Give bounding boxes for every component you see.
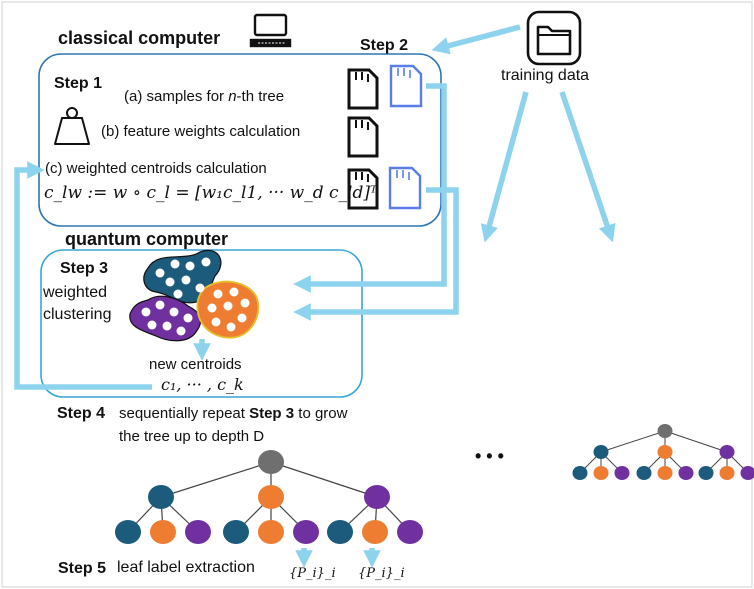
step1-title: Step 1 — [54, 75, 103, 92]
sd-card-icon — [388, 166, 422, 210]
centroid-list: c₁, ··· , c_k — [161, 375, 244, 394]
samples-label: (a) samples for n-th tree — [124, 88, 285, 105]
classical-computer-box — [38, 53, 442, 227]
sd-card-icon — [389, 64, 423, 108]
step4-line2: the tree up to depth D — [119, 428, 265, 445]
folder-icon — [526, 10, 582, 66]
computer-icon — [249, 13, 292, 48]
clustering-label: clustering — [43, 306, 112, 323]
arrow-training-to-tree-2 — [559, 91, 616, 243]
sd-card-icon — [347, 116, 379, 158]
step5-title: Step 5 — [58, 560, 107, 577]
ellipsis: • • • — [475, 446, 504, 466]
step4-title: Step 4 — [57, 405, 106, 422]
arrow-cards-to-step3-a — [293, 83, 447, 293]
leaf-label-1: {P_i}_i — [289, 566, 336, 581]
step2-title: Step 2 — [360, 37, 409, 54]
arrow-cards-to-step3-b — [293, 187, 459, 321]
sd-card-icon — [347, 168, 379, 210]
classical-computer-title: classical computer — [58, 28, 221, 48]
arrow-training-to-step2 — [431, 24, 521, 55]
arrow-training-to-tree-1 — [480, 91, 529, 243]
weighted-label: weighted — [43, 284, 108, 301]
cluster-points — [141, 257, 250, 336]
tree-large — [115, 450, 423, 544]
step4-line1: sequentially repeat Step 3 to grow — [119, 405, 348, 422]
feature-weights-label: (b) feature weights calculation — [101, 123, 301, 140]
sd-card-icon — [347, 68, 379, 110]
quantum-computer-title: quantum computer — [65, 229, 229, 249]
weighted-centroid-formula: c_lw := w ∘ c_l = [w₁c_l1, ··· w_d c_ld]… — [44, 183, 378, 203]
leaf-label-extraction: leaf label extraction — [117, 559, 255, 576]
arrow-feedback-loop — [14, 161, 152, 390]
tree-small — [572, 424, 754, 480]
step3-title: Step 3 — [60, 260, 109, 277]
new-centroids-label: new centroids — [149, 356, 242, 373]
weight-icon — [54, 107, 90, 145]
quantum-computer-box — [40, 249, 363, 398]
leaf-label-2: {P_i}_i — [358, 566, 405, 581]
weighted-centroids-label: (c) weighted centroids calculation — [45, 160, 267, 177]
training-data-label: training data — [501, 67, 590, 84]
